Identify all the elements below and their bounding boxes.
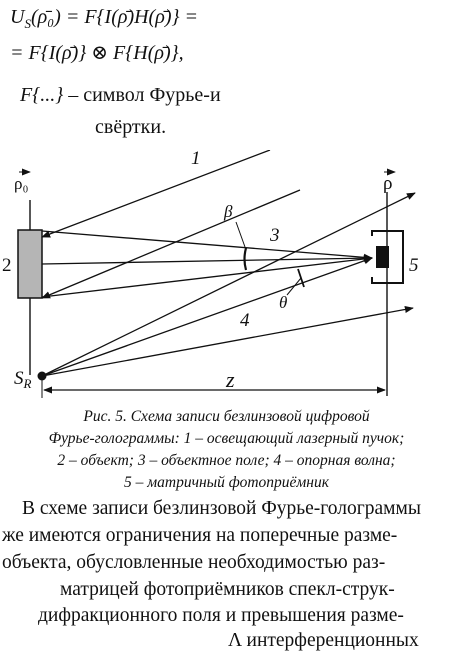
formula-line-4: свёртки. xyxy=(95,116,167,138)
label-sr-sub: R xyxy=(23,376,32,391)
label-sr: SR xyxy=(14,368,32,391)
hologram-scheme-diagram: 1 2 3 4 5 β θ ρ₀ ρ SR z xyxy=(2,150,419,398)
beta-pointer xyxy=(235,221,246,248)
object-field-ray-top xyxy=(41,230,373,261)
formula-fourier-symbol: F{...} xyxy=(20,84,64,106)
object-field-ray-bottom xyxy=(41,255,373,298)
reference-source-dot xyxy=(37,371,47,381)
object-field-ray-mid xyxy=(41,254,373,265)
caption-line-4: 5 – матричный фотоприёмник xyxy=(124,474,329,491)
formula-line-3-text: – символ Фурье-и xyxy=(68,84,221,106)
body-line-5: дифракционного поля и превышения разме- xyxy=(38,605,404,626)
label-z: z xyxy=(225,367,235,392)
body-line-6: Λ интерференционных xyxy=(228,630,419,651)
label-2: 2 xyxy=(2,255,12,276)
label-rho: ρ xyxy=(383,173,392,194)
formula-line-1: US(ρ̄₀) = F{I(ρ̄)H(ρ̄)} = xyxy=(10,6,198,32)
detector-housing xyxy=(371,230,404,284)
reference-ray-3 xyxy=(41,305,414,377)
label-4: 4 xyxy=(240,310,250,331)
label-3: 3 xyxy=(269,225,280,246)
label-1: 1 xyxy=(191,150,201,169)
label-rho0: ρ₀ xyxy=(14,174,28,193)
caption-line-1: Рис. 5. Схема записи безлинзовой цифрово… xyxy=(83,408,370,425)
reference-ray-1 xyxy=(41,192,416,377)
formula-us-symbol: U xyxy=(10,6,25,28)
body-line-1: В схеме записи безлинзовой Фурье-гологра… xyxy=(22,498,421,519)
figure-caption: Рис. 5. Схема записи безлинзовой цифрово… xyxy=(0,406,453,494)
label-beta: β xyxy=(223,202,233,221)
formula-line-3: F{...} – символ Фурье-и xyxy=(20,84,221,107)
detector-matrix xyxy=(376,246,389,268)
caption-line-3: 2 – объект; 3 – объектное поле; 4 – опор… xyxy=(57,452,396,469)
beam-1-lower xyxy=(41,189,301,299)
formula-line-1-rest: (ρ̄₀) = F{I(ρ̄)H(ρ̄)} = xyxy=(30,6,198,28)
theta-pointer xyxy=(286,277,302,296)
object-rectangle xyxy=(17,229,43,299)
beta-angle-arc xyxy=(243,247,248,271)
body-line-4: матрицей фотоприёмников спекл-струк- xyxy=(60,579,395,600)
caption-line-2: Фурье-голограммы: 1 – освещающий лазерны… xyxy=(48,430,405,447)
formula-us-subscript: S xyxy=(24,16,31,31)
reference-ray-2 xyxy=(41,257,373,377)
label-5: 5 xyxy=(409,255,419,276)
label-theta: θ xyxy=(279,293,287,312)
formula-line-2: = F{I(ρ̄)} ⊗ F{H(ρ̄)}, xyxy=(10,42,184,64)
body-line-3: объекта, обусловленные необходимостью ра… xyxy=(2,552,386,573)
body-line-2: же имеются ограничения на поперечные раз… xyxy=(2,525,398,546)
beam-1-upper xyxy=(41,150,271,238)
label-sr-main: S xyxy=(14,368,24,389)
